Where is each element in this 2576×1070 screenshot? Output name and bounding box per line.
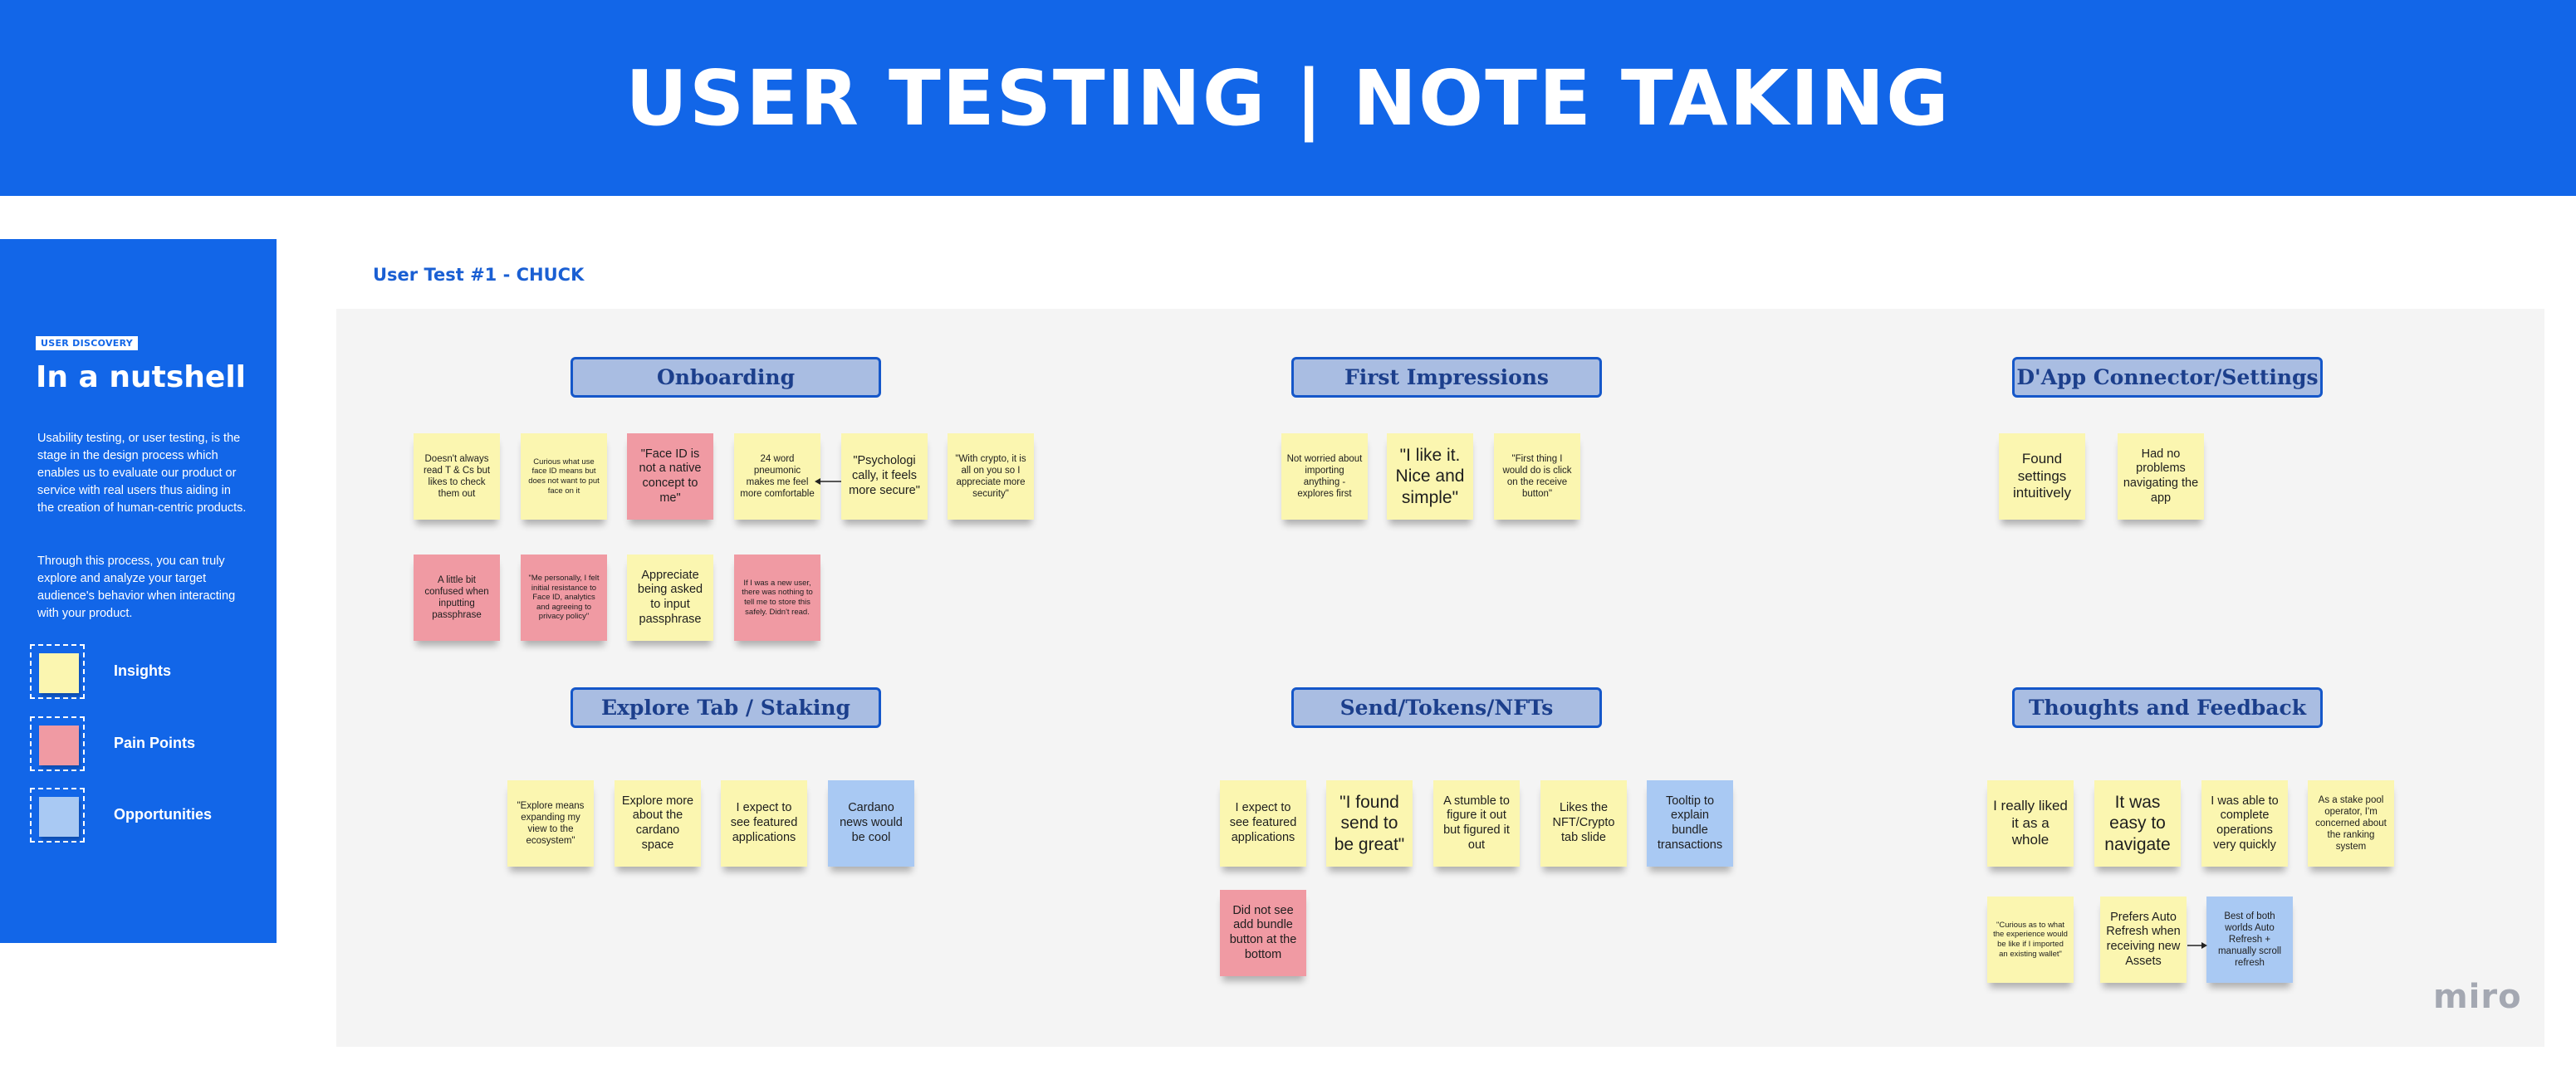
sticky-note-insight[interactable]: I really liked it as a whole: [1987, 780, 2074, 867]
sticky-note-insight[interactable]: "Curious as to what the experience would…: [1987, 897, 2074, 983]
legend-item-pain-points: Pain Points: [30, 716, 262, 774]
section-title-explore-tab: Explore Tab / Staking: [571, 687, 881, 728]
sticky-note-pain-point[interactable]: "Face ID is not a native concept to me": [627, 433, 713, 520]
legend-box: [30, 788, 85, 843]
sidebar-panel: USER DISCOVERY In a nutshell Usability t…: [0, 239, 277, 943]
miro-logo: miro: [2433, 978, 2522, 1016]
sticky-note-pain-point[interactable]: A little bit confused when inputting pas…: [414, 555, 500, 641]
sidebar-paragraph-2: Through this process, you can truly expl…: [37, 555, 236, 620]
user-test-title: User Test #1 - CHUCK: [373, 265, 585, 285]
legend-item-insights: Insights: [30, 644, 262, 702]
legend-swatch-insights: [39, 653, 79, 693]
sticky-note-insight[interactable]: "First thing I would do is click on the …: [1494, 433, 1580, 520]
sticky-note-insight[interactable]: Likes the NFT/Crypto tab slide: [1540, 780, 1627, 867]
sticky-note-insight[interactable]: It was easy to navigate: [2094, 780, 2181, 867]
sticky-note-insight[interactable]: 24 word pneumonic makes me feel more com…: [734, 433, 820, 520]
legend-label: Insights: [114, 662, 172, 679]
connector-arrow: [815, 478, 841, 485]
sticky-note-insight[interactable]: "With crypto, it is all on you so I appr…: [948, 433, 1034, 520]
connector-arrow: [2187, 942, 2207, 949]
sticky-note-pain-point[interactable]: Did not see add bundle button at the bot…: [1220, 890, 1306, 976]
legend-swatch-opportunities: [39, 797, 79, 837]
legend-item-opportunities: Opportunities: [30, 788, 262, 846]
sticky-note-opportunity[interactable]: Best of both worlds Auto Refresh + manua…: [2206, 897, 2293, 983]
page-title: USER TESTING | NOTE TAKING: [625, 53, 1951, 143]
sticky-note-insight[interactable]: Had no problems navigating the app: [2118, 433, 2204, 520]
sticky-note-insight[interactable]: Found settings intuitively: [1999, 433, 2085, 520]
sticky-note-insight[interactable]: Appreciate being asked to input passphra…: [627, 555, 713, 641]
sticky-note-opportunity[interactable]: Cardano news would be cool: [828, 780, 914, 867]
sticky-note-insight[interactable]: I expect to see featured applications: [721, 780, 807, 867]
sticky-note-insight[interactable]: I expect to see featured applications: [1220, 780, 1306, 867]
sticky-note-insight[interactable]: Explore more about the cardano space: [615, 780, 701, 867]
sticky-note-insight[interactable]: "Explore means expanding my view to the …: [507, 780, 594, 867]
legend-label: Pain Points: [114, 735, 196, 751]
sticky-note-pain-point[interactable]: "Me personally, I felt initial resistanc…: [521, 555, 607, 641]
sticky-note-insight[interactable]: A stumble to figure it out but figured i…: [1433, 780, 1520, 867]
legend-box: [30, 716, 85, 771]
section-title-thoughts-feedback: Thoughts and Feedback: [2012, 687, 2323, 728]
sidebar-tag: USER DISCOVERY: [36, 336, 139, 350]
sticky-note-opportunity[interactable]: Tooltip to explain bundle transactions: [1647, 780, 1733, 867]
sticky-note-insight[interactable]: As a stake pool operator, I'm concerned …: [2308, 780, 2394, 867]
sticky-note-pain-point[interactable]: If I was a new user, there was nothing t…: [734, 555, 820, 641]
sticky-note-insight[interactable]: "I found send to be great": [1326, 780, 1413, 867]
sticky-note-insight[interactable]: Not worried about importing anything - e…: [1281, 433, 1368, 520]
legend-box: [30, 644, 85, 699]
section-title-dapp-connector: D'App Connector/Settings: [2012, 357, 2323, 398]
sticky-note-insight[interactable]: Prefers Auto Refresh when receiving new …: [2100, 897, 2187, 983]
sticky-note-insight[interactable]: Doesn't always read T & Cs but likes to …: [414, 433, 500, 520]
legend-label: Opportunities: [114, 806, 212, 823]
sticky-note-insight[interactable]: "Psychologi cally, it feels more secure": [841, 433, 928, 520]
section-title-onboarding: Onboarding: [571, 357, 881, 398]
header-banner: USER TESTING | NOTE TAKING: [0, 0, 2576, 196]
sidebar-heading: In a nutshell: [36, 360, 247, 394]
sticky-note-insight[interactable]: I was able to complete operations very q…: [2201, 780, 2288, 867]
sticky-note-insight[interactable]: "I like it. Nice and simple": [1387, 433, 1473, 520]
sidebar-paragraph-1: Usability testing, or user testing, is t…: [37, 432, 247, 515]
section-title-send-tokens: Send/Tokens/NFTs: [1291, 687, 1602, 728]
legend-swatch-pain-points: [39, 726, 79, 765]
section-title-first-impressions: First Impressions: [1291, 357, 1602, 398]
sticky-note-insight[interactable]: Curious what use face ID means but does …: [521, 433, 607, 520]
